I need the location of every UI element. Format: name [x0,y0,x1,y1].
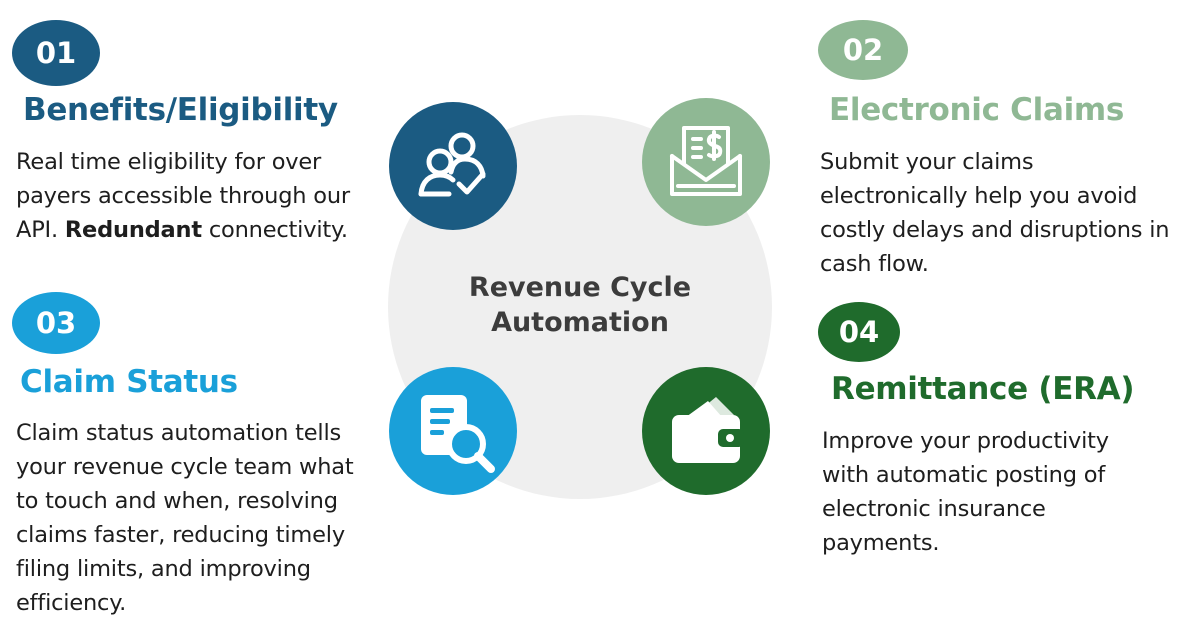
badge-02: 02 [818,20,908,80]
desc-electronic-claims: Submit your claims electronically help y… [820,149,1170,277]
badge-03-number: 03 [35,306,77,340]
icon-circle-claims [642,98,770,226]
icon-circle-remittance [642,367,770,495]
badge-01: 01 [12,20,100,86]
invoice-envelope-icon [670,126,742,196]
desc-remittance-era: Improve your productivity with automatic… [822,428,1109,556]
title-claim-status: Claim Status [20,364,238,400]
desc-benefits-bold: Redundant [64,217,202,243]
badge-02-number: 02 [842,33,884,67]
icon-circle-status [389,367,517,495]
badge-01-number: 01 [35,36,77,70]
center-title: Revenue Cycle Automation [430,270,730,340]
badge-04-number: 04 [838,315,880,349]
users-check-icon [418,132,486,197]
desc-claim-status: Claim status automation tells your reven… [16,420,354,616]
title-electronic-claims: Electronic Claims [829,92,1125,128]
desc-benefits-text: Real time eligibility for over payers ac… [16,149,350,243]
desc-benefits-text-end: connectivity. [201,217,348,243]
title-benefits-eligibility: Benefits/Eligibility [23,92,338,128]
badge-04: 04 [818,302,900,362]
wallet-icon [672,397,744,463]
title-remittance-era: Remittance (ERA) [831,371,1135,407]
badge-03: 03 [12,292,100,354]
icon-circle-eligibility [389,102,517,230]
center-title-line2: Automation [491,307,669,338]
document-search-icon [421,395,495,473]
center-title-line1: Revenue Cycle [468,272,692,303]
desc-benefits-eligibility: Real time eligibility for over payers ac… [16,145,361,247]
